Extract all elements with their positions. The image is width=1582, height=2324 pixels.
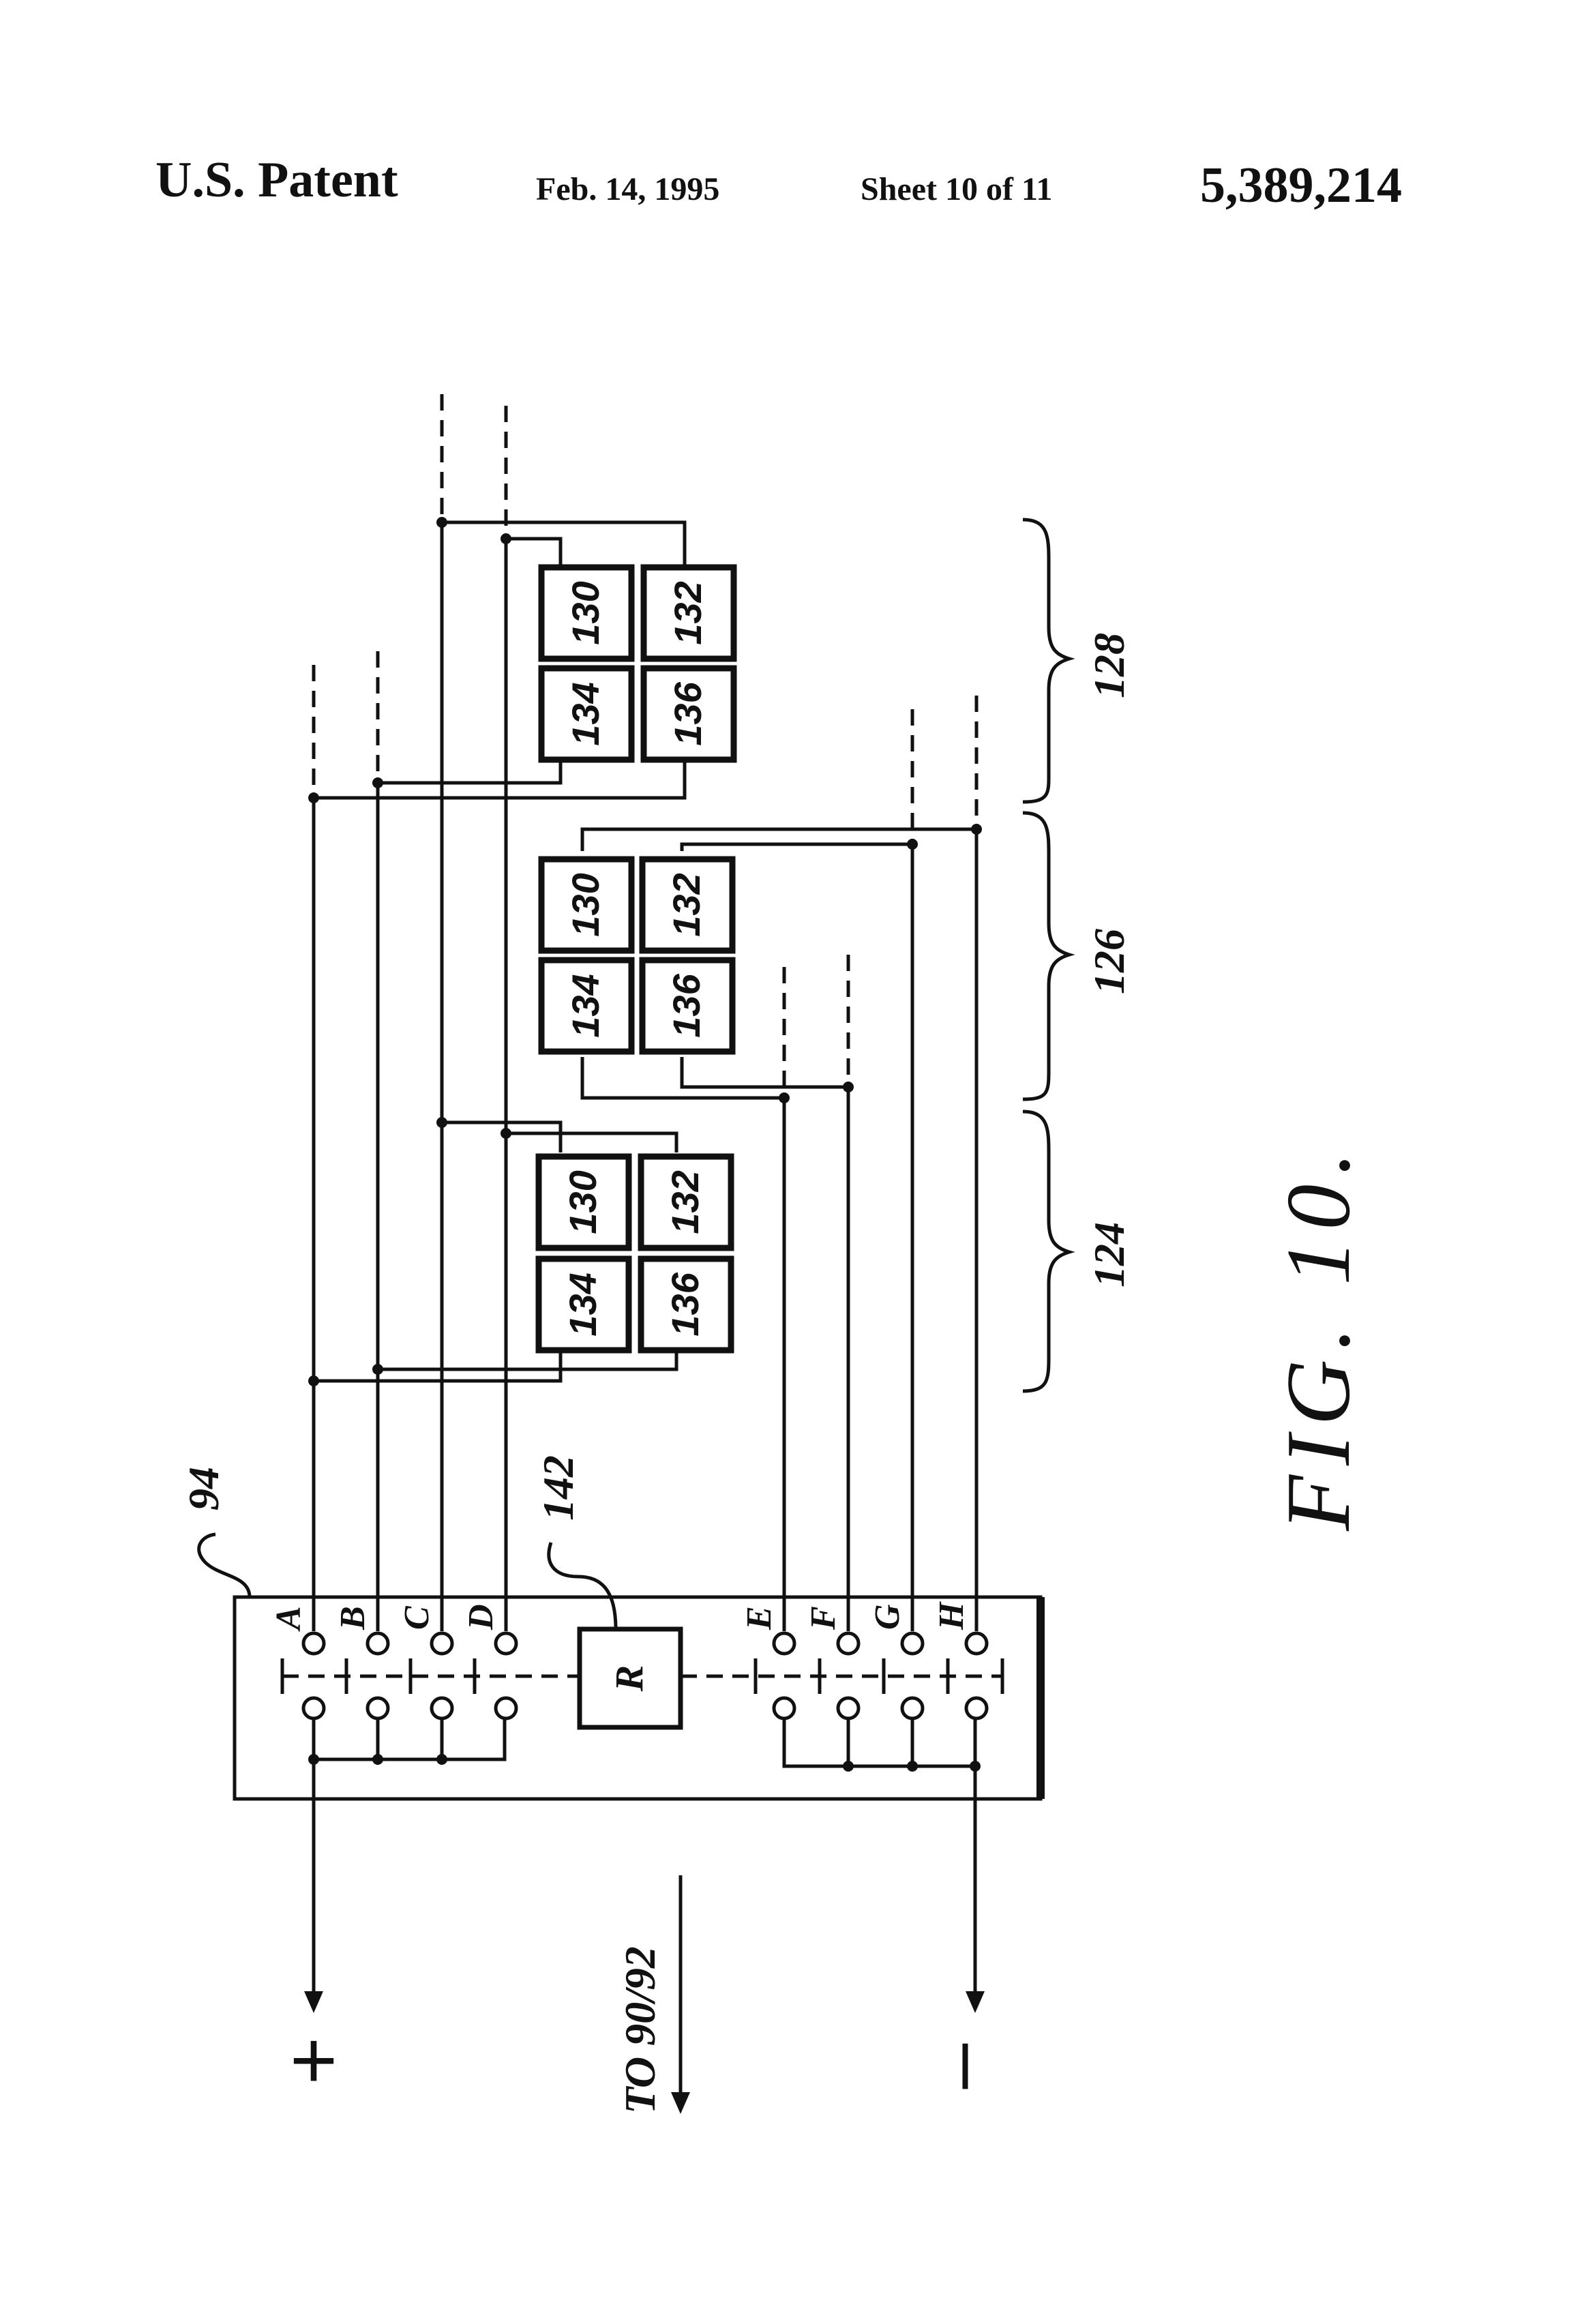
ref-126: 126 [1085,929,1133,994]
label-124-132: 132 [663,1170,706,1234]
panel-ref-leader [199,1534,250,1597]
terminal-c: C [398,1605,436,1630]
terminal-f: F [804,1606,843,1630]
terminal-a: A [269,1606,308,1632]
to-label: TO 90/92 [616,1946,664,2114]
terminal-h: H [932,1601,971,1630]
terminal-b: B [333,1606,372,1630]
label-128-130: 130 [564,581,607,644]
label-124-130: 130 [561,1170,604,1234]
minus-sign: – [912,2043,1004,2089]
label-128-132: 132 [666,581,709,644]
label-124-136: 136 [663,1272,706,1336]
group-126: 130 132 134 136 [541,859,732,1052]
terminal-e: E [740,1606,779,1630]
relay-ref-142: 142 [534,1455,582,1521]
minus-common-bus [784,1718,975,1766]
brace-124 [1023,1112,1069,1391]
label-124-134: 134 [561,1272,604,1336]
group-128: 130 132 134 136 [541,567,734,760]
relay-label: R [607,1665,651,1693]
bus-junctions [308,1754,981,1772]
label-128-136: 136 [666,681,709,745]
brace-128 [1023,520,1069,802]
label-126-132: 132 [665,873,708,936]
ref-124: 124 [1085,1222,1133,1287]
label-126-130: 130 [564,873,607,936]
label-128-134: 134 [564,682,607,745]
label-126-136: 136 [665,973,708,1037]
figure-caption: FIG. 10. [1268,1142,1369,1532]
plus-sign: + [290,2014,338,2106]
terminal-d: D [462,1604,501,1630]
panel-ref-94: 94 [179,1467,228,1510]
terminal-g: G [868,1604,907,1630]
relay-ref-leader [549,1543,616,1629]
brace-126 [1023,813,1069,1099]
group-124: 130 132 134 136 [539,1157,731,1350]
ref-128: 128 [1085,633,1133,698]
plus-common-bus [314,1718,505,1759]
label-126-134: 134 [564,974,607,1037]
